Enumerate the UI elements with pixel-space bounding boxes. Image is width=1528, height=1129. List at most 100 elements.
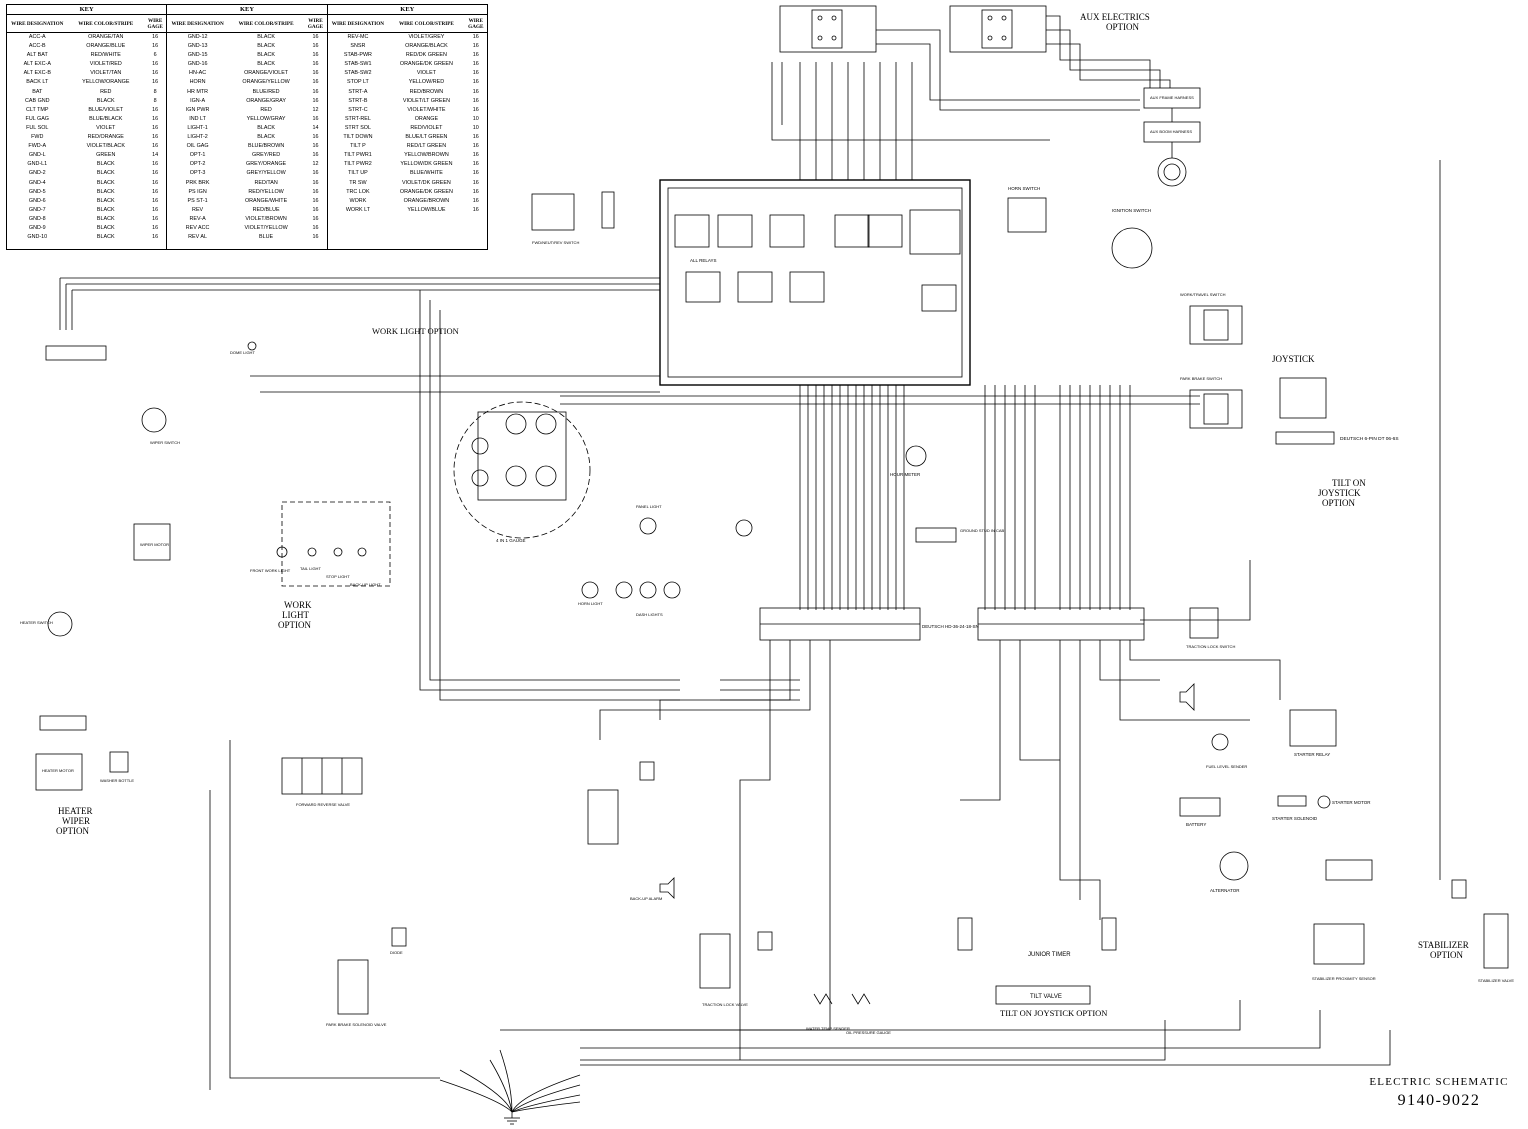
wire-gage: 16 [152,143,159,150]
wire-designation: FWD [31,134,44,141]
wire-designation: REV-MC [347,34,369,40]
park-brake-switch [1189,389,1243,429]
wiper-motor-label: WIPER MOTOR [140,542,169,547]
traction-lock-switch [1189,607,1219,639]
tilt-on-joystick-label-3: OPTION [1322,498,1355,508]
wire-designation: GND-4 [28,179,46,186]
park-brake-switch-label: PARK BRAKE SWITCH [1180,376,1222,381]
wire-gage: 16 [312,52,319,59]
wire-designation: STAB-SW2 [344,70,372,77]
work-light-option-top-label: WORK LIGHT OPTION [372,326,459,336]
wire-gage: 16 [472,188,479,195]
tail-light-label: TAIL LIGHT [300,566,321,571]
wire-designation: TILT P [350,143,366,150]
wire-designation: PS ST-1 [187,197,208,204]
wire-designation: SNSR [350,43,366,50]
wire-gage: 16 [472,70,479,77]
wire-designation: OPT-1 [189,152,206,159]
ground-stud [915,527,957,543]
wire-gage: 16 [472,179,479,186]
oil-pressure-gauge-label: OIL PRESSURE GAUGE [846,1030,891,1035]
wire-color: BLACK [96,97,115,104]
wire-key-header-gage: WIRE GAGE [307,17,324,30]
wire-color: RED/DK GREEN [405,52,447,59]
wire-gage: 16 [472,152,479,159]
fuel-level-sender-label: FUEL LEVEL SENDER [1206,764,1247,769]
wire-key-header-designation: WIRE DESIGNATION [331,20,385,27]
diode-2 [757,931,773,951]
wire-gage: 16 [312,79,319,86]
stabilizer-option-label-1: STABILIZER [1418,940,1469,950]
wire-gage: 16 [312,215,319,222]
relay-box-inner [667,187,963,378]
wire-designation: STRT-A [348,88,368,95]
wire-color: BLACK [96,215,115,222]
title-block: ELECTRIC SCHEMATIC 9140-9022 [1354,1076,1524,1110]
gauge-4in1 [453,401,591,539]
wire-designation: HR MTR [187,88,209,95]
wire-color: YELLOW/ORANGE [82,79,130,86]
heater-motor [35,753,83,791]
wire-designation: GND-16 [187,61,208,68]
wire-color: BLACK [257,34,275,40]
wire-designation: REV ACC [185,224,210,231]
wire-color: BLACK [96,188,115,195]
ignition-switch-label: IGNITION SWITCH [1112,208,1151,213]
wire-color: VIOLET/YELLOW [244,224,288,231]
wire-designation: GND-13 [187,43,208,50]
wire-color: BLUE/RED [252,88,280,95]
heater-wiper-label-3: OPTION [56,826,89,836]
wire-gage: 16 [312,197,319,204]
wire-gage: 16 [312,61,319,68]
heater-motor-label: HEATER MOTOR [42,768,74,773]
wire-designation: STRT-B [348,97,368,104]
wire-color: BLUE/BROWN [247,143,285,150]
backup-light-label: BACK-UP LIGHT [350,582,381,587]
tilt-on-joystick-label-1: TILT ON [1332,478,1366,488]
wire-designation: FUL SOL [26,124,49,131]
wire-color: ORANGE/GRAY [246,97,286,104]
wire-designation: GND-7 [28,206,46,213]
wire-gage: 14 [152,152,159,159]
wire-color: RED [100,88,112,95]
wire-designation: GND-15 [187,52,208,59]
wire-gage: 8 [153,97,157,104]
wire-designation: GND-L [28,152,46,159]
wire-gage: 16 [312,179,319,186]
wire-key-header-gage: WIRE GAGE [468,17,484,30]
wire-color: YELLOW/RED [408,79,445,86]
wire-gage: 16 [152,34,159,40]
wire-gage: 16 [152,106,159,113]
ground-stud-label: GROUND STUD IN CAB [960,528,1005,533]
heater-connector [39,715,87,731]
battery [1179,797,1221,817]
wire-color: ORANGE [414,115,439,122]
wire-color: ORANGE/WHITE [244,197,288,204]
wire-color: VIOLET [416,70,437,77]
tail-light [307,547,317,557]
wire-key-title: KEY [167,5,327,15]
wire-key-header-gage: WIRE GAGE [147,17,163,30]
hour-meter-label: HOUR METER [890,472,921,477]
